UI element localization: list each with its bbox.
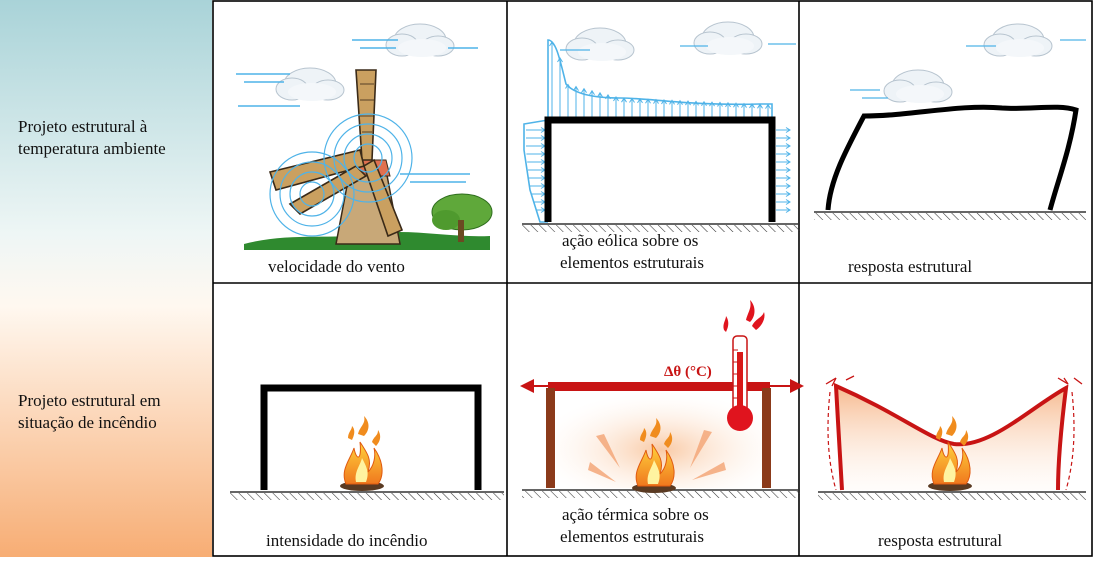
caption-line-2: elementos estruturais bbox=[560, 527, 704, 546]
caption-line-2: elementos estruturais bbox=[560, 253, 704, 272]
windmill-illustration bbox=[236, 23, 493, 250]
cell-caption-structural-response-1: resposta estrutural bbox=[848, 257, 972, 276]
fire-icon bbox=[339, 415, 385, 492]
wind-response-illustration bbox=[814, 23, 1086, 220]
caption-line-1: ação térmica sobre os bbox=[562, 505, 709, 524]
thermal-delta-label: Δθ (°C) bbox=[664, 364, 712, 380]
cell-caption-wind-action: ação eólica sobre os elementos estrutura… bbox=[560, 231, 704, 272]
row-label-background bbox=[0, 0, 212, 557]
thermal-action-illustration bbox=[520, 300, 804, 498]
fire-response-illustration bbox=[818, 375, 1086, 500]
caption-line-1: ação eólica sobre os bbox=[562, 231, 698, 250]
row-label-ambient: Projeto estrutural à temperatura ambient… bbox=[18, 117, 166, 158]
cell-caption-structural-response-2: resposta estrutural bbox=[878, 531, 1002, 550]
row-label-fire: Projeto estrutural em situação de incênd… bbox=[18, 391, 161, 432]
table-grid bbox=[212, 0, 1093, 557]
fire-intensity-illustration bbox=[230, 384, 504, 500]
cell-caption-wind-speed: velocidade do vento bbox=[268, 257, 405, 276]
roof-wind-arrows bbox=[549, 41, 771, 118]
wind-load-illustration bbox=[522, 21, 800, 232]
cell-caption-fire-intensity: intensidade do incêndio bbox=[266, 531, 427, 550]
cell-caption-thermal-action: ação térmica sobre os elementos estrutur… bbox=[560, 505, 713, 546]
